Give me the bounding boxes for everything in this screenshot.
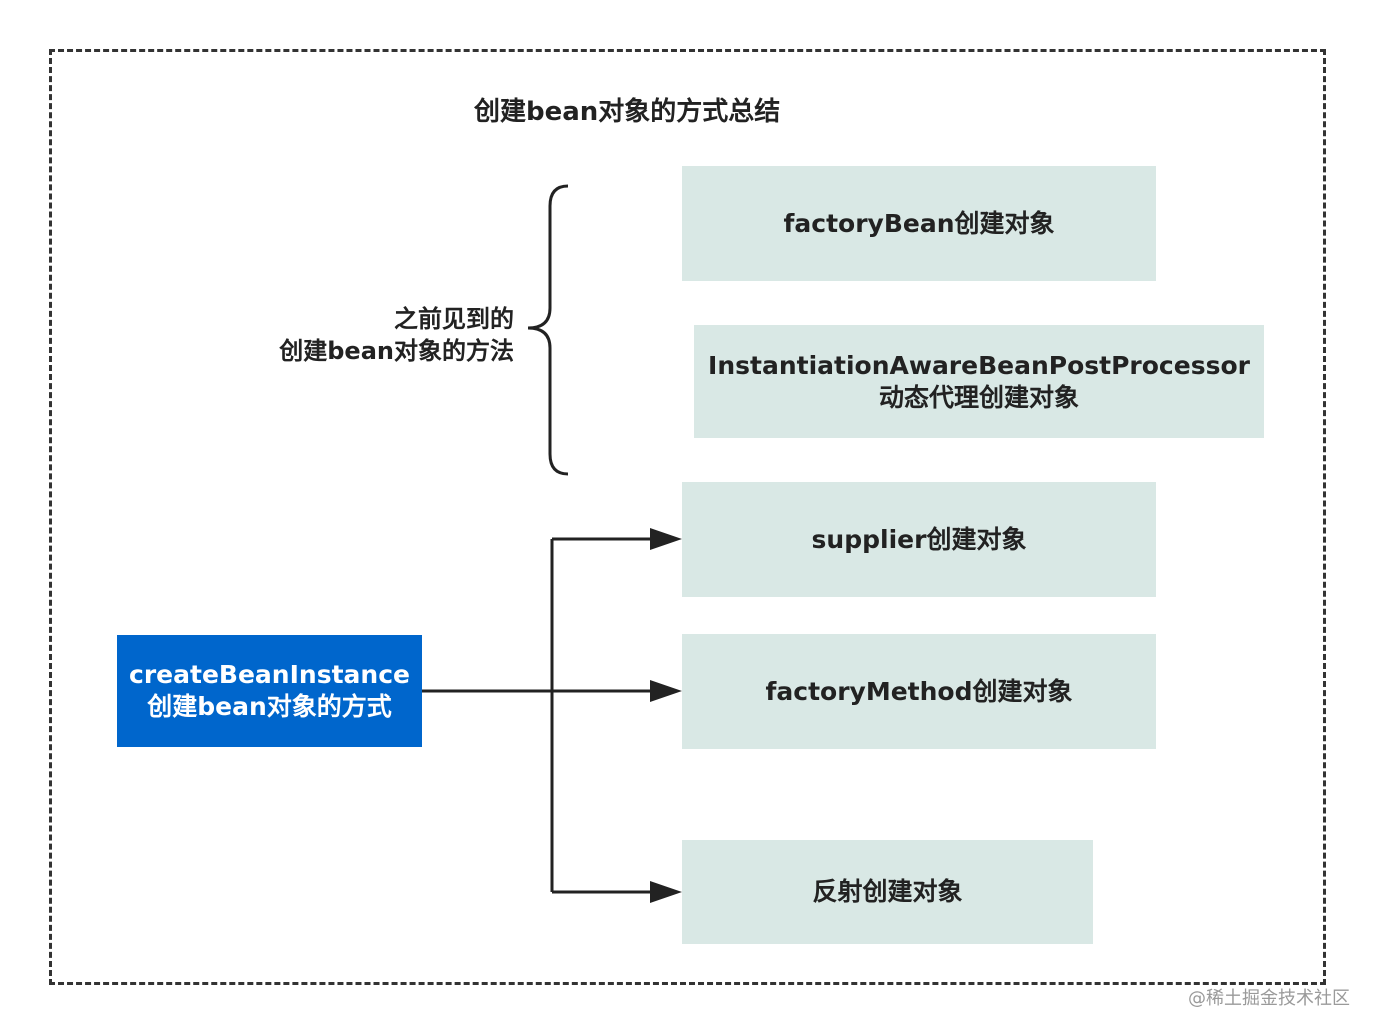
diagram-title: 创建bean对象的方式总结 — [474, 97, 781, 127]
brace-label-line1: 之前见到的 — [394, 305, 514, 333]
brace-label-line2: 创建bean对象的方法 — [279, 337, 514, 365]
dashed-frame — [49, 49, 1326, 985]
watermark: @稀土掘金技术社区 — [1188, 988, 1350, 1009]
factorymethod-label: factoryMethod创建对象 — [765, 676, 1073, 706]
instantiation-aware-label-line2: 动态代理创建对象 — [878, 382, 1079, 412]
arrowhead-supplier — [650, 528, 682, 550]
factorybean-label: factoryBean创建对象 — [783, 208, 1055, 238]
supplier-label: supplier创建对象 — [811, 524, 1027, 554]
create-bean-instance-box: createBeanInstance 创建bean对象的方式 — [117, 635, 422, 747]
arrowhead-reflection — [650, 881, 682, 903]
brace-label: 之前见到的 创建bean对象的方法 — [279, 303, 514, 367]
arrowhead-factorymethod — [650, 680, 682, 702]
curly-brace — [527, 184, 569, 476]
factorymethod-box: factoryMethod创建对象 — [682, 634, 1156, 749]
supplier-box: supplier创建对象 — [682, 482, 1156, 597]
instantiation-aware-label-line1: InstantiationAwareBeanPostProcessor — [708, 350, 1250, 380]
factorybean-box: factoryBean创建对象 — [682, 166, 1156, 281]
create-bean-instance-line2: 创建bean对象的方式 — [147, 692, 392, 721]
reflection-box: 反射创建对象 — [682, 840, 1093, 944]
create-bean-instance-line1: createBeanInstance — [129, 660, 410, 689]
instantiation-aware-box: InstantiationAwareBeanPostProcessor 动态代理… — [694, 325, 1264, 438]
reflection-label: 反射创建对象 — [812, 877, 963, 906]
